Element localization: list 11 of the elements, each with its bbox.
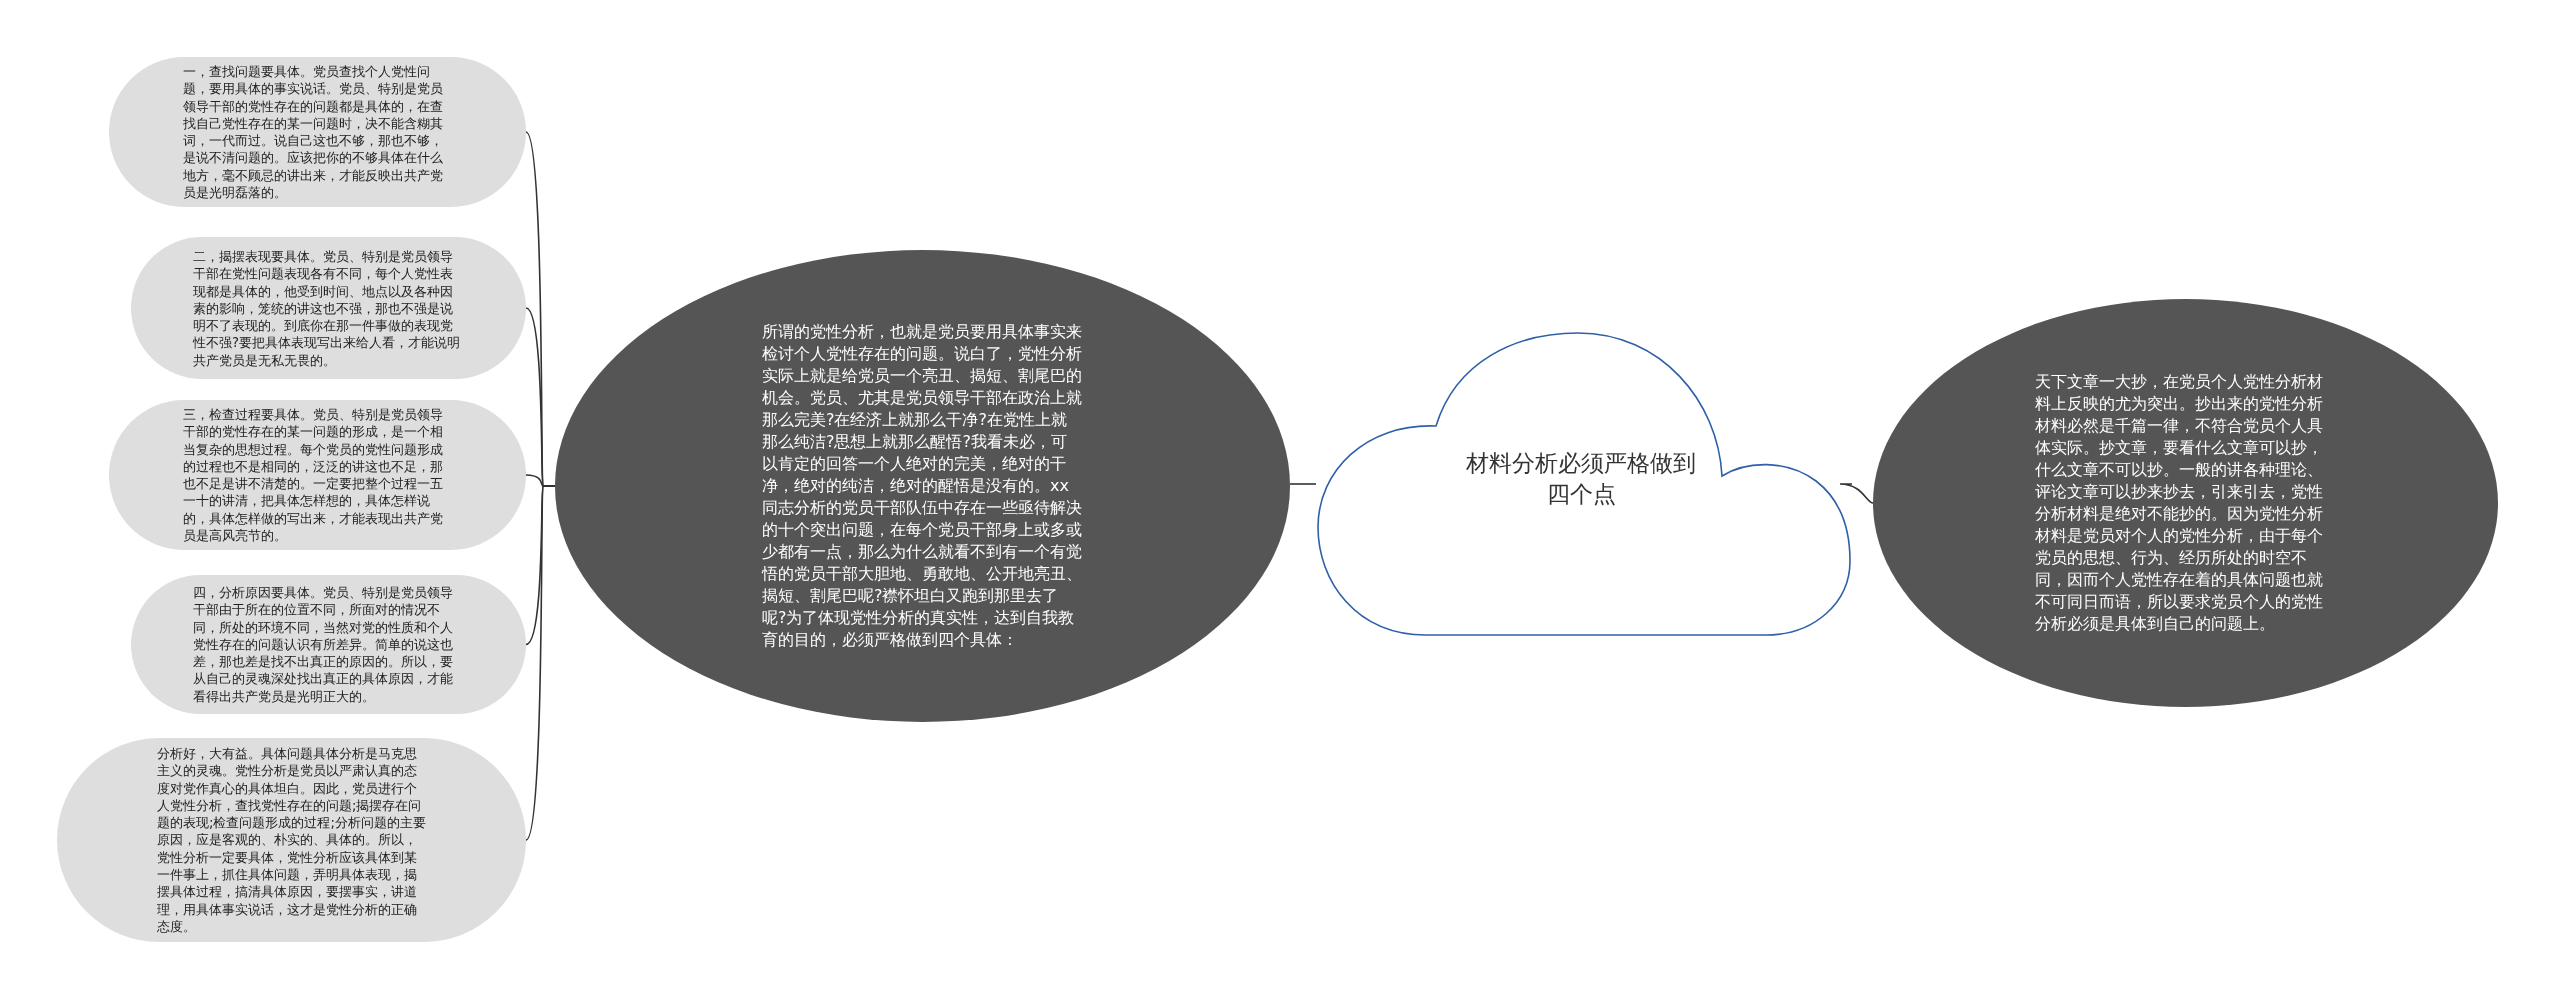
paragraph-text: 所谓的党性分析，也就是党员要用具体事实来检讨个人党性存在的问题。说白了，党性分析实际上就是给党员一个亮丑、揭短、割尾巴的机会。党员、尤其是党员领导干部在政治上就那么完美?在经济上就那么干净?在党性上就那么纯洁?思想上就那么醒悟?我看未必，可以肯定的回答一个人绝对的完美，绝对的干净，绝对的纯洁，绝对的醒悟是没有的。xx同志分析的党员干部队伍中存在一些亟待解决的十个突出问题，在每个党员干部身上或多或少都有一点，那么为什么就看不到有一个有觉悟的党员干部大胆地、勇敢地、公开地亮丑、揭短、割尾巴呢?襟怀坦白又跑到那里去了呢?为了体现党性分析的真实性，达到自我教育的目的，必须严格做到四个具体： <box>762 321 1082 651</box>
paragraph-text: 四，分析原因要具体。党员、特别是党员领导干部由于所在的位置不同，所面对的情况不同，所处的环境不同，当然对党的性质和个人党性存在的问题认识有所差异。简单的说这也差，那也差是找不出真正的原因的。所以，要从自己的灵魂深处找出真正的具体原因，才能看得出共产党员是光明正大的。 <box>193 584 454 706</box>
paragraph-text: 分析好，大有益。具体问题具体分析是马克思主义的灵魂。党性分析是党员以严肃认真的态度对党作真心的具体坦白。因此，党员进行个人党性分析，查找党性存在的问题;揭摆存在问题的表现;检查问题形成的过程;分析问题的主要原因，应是客观的、朴实的、具体的。所以，党性分析一定要具体，党性分析应该具体到某一件事上，抓住具体问题，弄明具体表现，揭摆具体过程，搞清具体原因，要摆事实，讲道理，用具体事实说话，这才是党性分析的正确态度。 <box>157 745 427 936</box>
connector-line <box>1289 483 1317 485</box>
paragraph-text: 天下文章一大抄，在党员个人党性分析材料上反映的尤为突出。抄出来的党性分析材料必然是千篇一律，不符合党员个人具体实际。抄文章，要看什么文章可以抄，什么文章不可以抄。一般的讲各种理论、评论文章可以抄来抄去，引来引去，党性分析材料是绝对不能抄的。因为党性分析材料是党员对个人的党性分析，由于每个党员的思想、行为、经历所处的时空不同，因而个人党性存在着的具体问题也就不可同日而语，所以要求党员个人的党性分析必须是具体到自己的问题上。 <box>2035 371 2324 635</box>
connector-line <box>1839 483 1874 504</box>
topic-text: 材料分析必须严格做到四个点 <box>1465 449 1697 509</box>
paragraph-text: 二，揭摆表现要具体。党员、特别是党员领导干部在党性问题表现各有不同，每个人党性表现都是具体的，他受到时间、地点以及各种因素的影响，笼统的讲这也不强，那也不强是说明不了表现的。到底你在那一件事做的表现党性不强?要把具体表现写出来给人看，才能说明共产党员是无私无畏的。 <box>193 248 462 370</box>
paragraph-text: 一，查找问题要具体。党员查找个人党性问题，要用具体的事实说话。党员、特别是党员领导干部的党性存在的问题都是具体的，在查找自己党性存在的某一问题时，决不能含糊其词，一代而过。说自己这也不够，那也不够，是说不清问题的。应该把你的不够具体在什么地方，毫不顾忌的讲出来，才能反映出共产党员是光明磊落的。 <box>183 63 444 202</box>
cloud-shape <box>1316 331 1852 637</box>
paragraph-text: 三，检查过程要具体。党员、特别是党员领导干部的党性存在的某一问题的形成，是一个相当复杂的思想过程。每个党员的党性问题形成的过程也不是相同的，泛泛的讲这也不足，那也不足是讲不清楚的。一定要把整个过程一五一十的讲清，把具体怎样想的，具体怎样说的，具体怎样做的写出来，才能表现出共产党员是高风亮节的。 <box>183 406 444 545</box>
